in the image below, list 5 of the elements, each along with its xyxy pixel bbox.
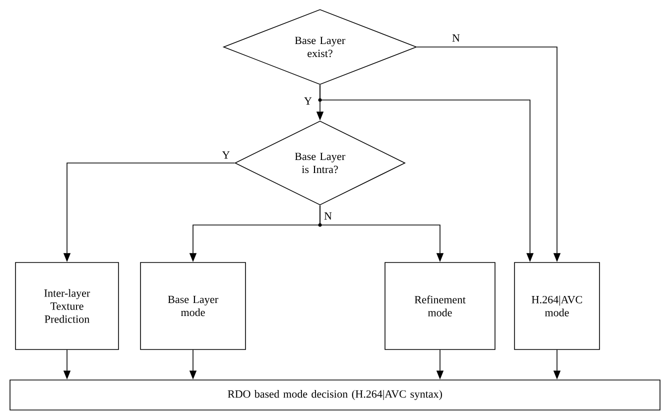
process-box: Inter-layer Texture Prediction (15, 262, 119, 350)
process-box: Base Layer mode (140, 262, 246, 350)
process-box: Refinement mode (384, 262, 496, 350)
process-box: H.264|AVC mode (514, 262, 600, 350)
process-box: RDO based mode decision (H.264|AVC syntax) (10, 380, 660, 410)
